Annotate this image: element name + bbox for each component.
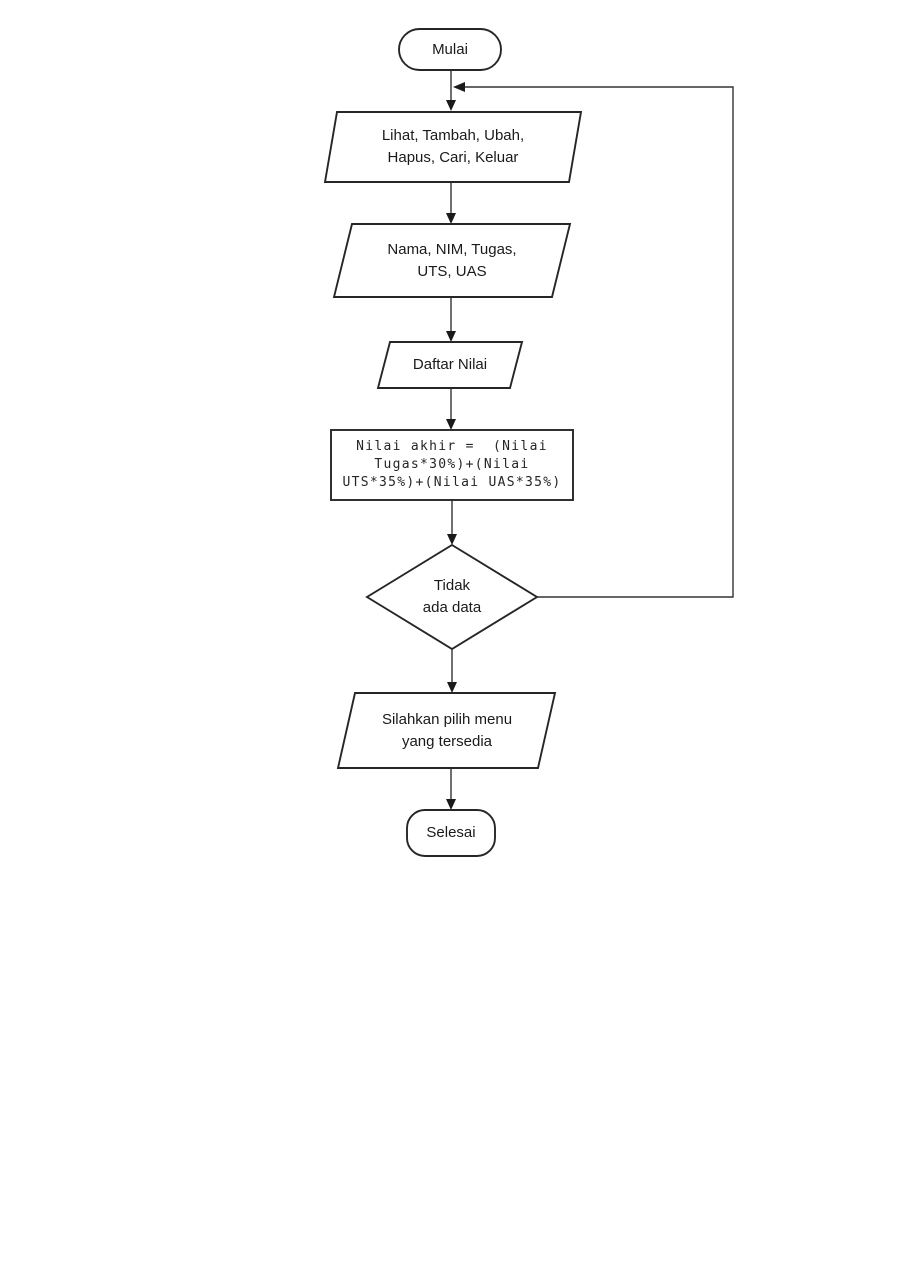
arrowhead-loop-left xyxy=(453,82,465,92)
student-data-label: Nama, NIM, Tugas, UTS, UAS xyxy=(387,240,517,280)
start-label: Mulai xyxy=(432,40,468,58)
decision-diamond-shape xyxy=(365,543,539,651)
arrowhead-down-2 xyxy=(446,213,456,224)
decision-label: Tidak ada data xyxy=(422,577,482,616)
arrowhead-down-5 xyxy=(447,534,457,545)
menu-options-label: Lihat, Tambah, Ubah, Hapus, Cari, Keluar xyxy=(381,127,525,166)
arrowhead-down-1 xyxy=(446,100,456,111)
formula-label: Nilai akhir = (Nilai Tugas*30%)+(Nilai U… xyxy=(342,439,562,490)
formula-process-shape xyxy=(330,429,574,501)
arrowhead-down-3 xyxy=(446,331,456,342)
end-label: Selesai xyxy=(426,824,476,841)
end-terminator-shape xyxy=(406,809,496,857)
arrowhead-down-7 xyxy=(446,799,456,810)
score-list-label: Daftar Nilai xyxy=(412,356,488,373)
student-data-parallelogram-shape xyxy=(332,223,572,298)
menu-options-parallelogram-shape xyxy=(323,111,583,183)
score-list-parallelogram-shape xyxy=(376,341,524,389)
menu-prompt-label: Silahkan pilih menu yang tersedia xyxy=(381,710,513,750)
arrowhead-down-6 xyxy=(447,682,457,693)
edge-loop-back xyxy=(464,86,734,598)
menu-prompt-parallelogram-shape xyxy=(336,692,557,769)
start-terminator-shape xyxy=(398,28,502,71)
arrowhead-down-4 xyxy=(446,419,456,430)
